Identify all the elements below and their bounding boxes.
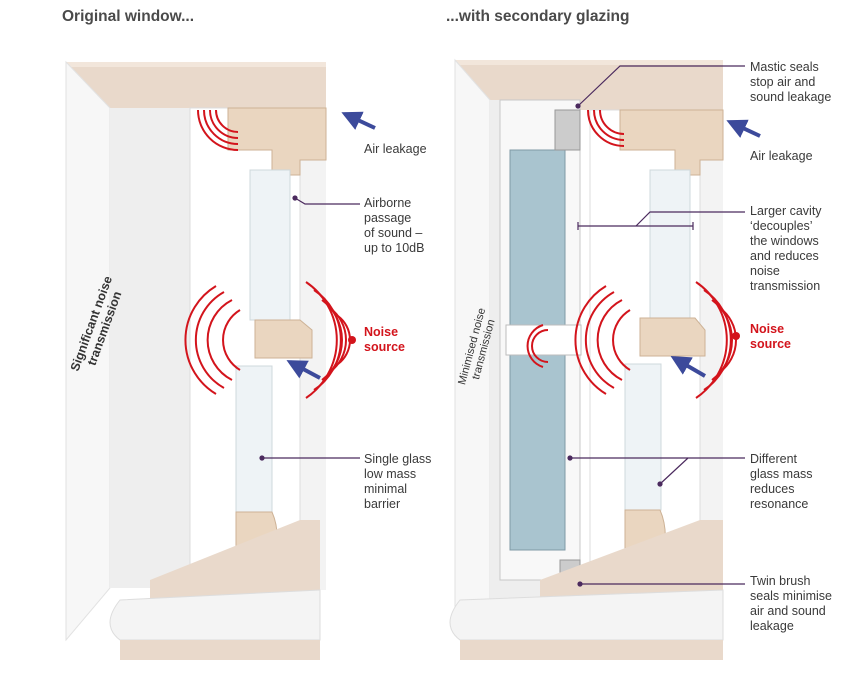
brush-line-3: air and sound xyxy=(750,604,826,618)
cavity-line-3: the windows xyxy=(750,234,819,248)
airborne-line-4: up to 10dB xyxy=(364,241,425,255)
noise-source-dot-left xyxy=(348,336,356,344)
airborne-line-2: passage xyxy=(364,211,412,225)
single-glass-line-2: low mass xyxy=(364,467,417,481)
right-glass-mass-label: Different glass mass reduces resonance xyxy=(750,452,813,512)
right-panel-title: ...with secondary glazing xyxy=(446,8,630,25)
cavity-line-4: and reduces xyxy=(750,249,819,263)
glass-mass-line-1: Different xyxy=(750,452,798,466)
brush-line-1: Twin brush xyxy=(750,574,811,588)
left-single-glass-label: Single glass low mass minimal barrier xyxy=(364,452,431,512)
callout-lines xyxy=(259,65,745,587)
noise-line-1: Noise xyxy=(364,325,399,339)
air-arrows xyxy=(286,111,761,380)
left-air-leakage-label: Air leakage xyxy=(364,142,427,156)
right-brush-seals-label: Twin brush seals minimise air and sound … xyxy=(750,574,832,634)
right-mastic-label: Mastic seals stop air and sound leakage xyxy=(750,60,831,105)
cavity-line-1: Larger cavity xyxy=(750,204,822,218)
mastic-line-1: Mastic seals xyxy=(750,60,819,74)
airborne-line-1: Airborne xyxy=(364,196,412,210)
brush-line-2: seals minimise xyxy=(750,589,832,603)
single-glass-line-3: minimal xyxy=(364,482,408,496)
right-noise-source-label: Noise source xyxy=(750,322,791,352)
left-panel-title: Original window... xyxy=(62,8,195,25)
mastic-line-2: stop air and xyxy=(750,75,816,89)
single-glass-line-4: barrier xyxy=(364,497,401,511)
cavity-line-6: transmission xyxy=(750,279,821,293)
original-window-illustration xyxy=(65,60,327,660)
glass-mass-line-3: reduces xyxy=(750,482,795,496)
cavity-line-2: ‘decouples’ xyxy=(750,219,813,233)
noise-source-dot-right xyxy=(732,332,740,340)
noise-right-line-2: source xyxy=(750,337,791,351)
noise-right-line-1: Noise xyxy=(750,322,785,336)
left-airborne-label: Airborne passage of sound – up to 10dB xyxy=(364,196,424,256)
brush-line-4: leakage xyxy=(750,619,794,633)
noise-line-2: source xyxy=(364,340,405,354)
sound-waves-left xyxy=(184,109,351,399)
glass-mass-line-2: glass mass xyxy=(750,467,813,481)
sound-waves-right xyxy=(526,109,737,399)
left-noise-source-label: Noise source xyxy=(364,325,405,355)
cavity-line-5: noise xyxy=(750,264,780,278)
single-glass-line-1: Single glass xyxy=(364,452,432,466)
mastic-line-3: sound leakage xyxy=(750,90,832,104)
right-cavity-label: Larger cavity ‘decouples’ the windows an… xyxy=(750,204,822,294)
secondary-glazing-illustration xyxy=(449,58,724,660)
airborne-line-3: of sound – xyxy=(364,226,423,240)
glass-mass-line-4: resonance xyxy=(750,497,809,511)
right-air-leakage-label: Air leakage xyxy=(750,149,813,163)
